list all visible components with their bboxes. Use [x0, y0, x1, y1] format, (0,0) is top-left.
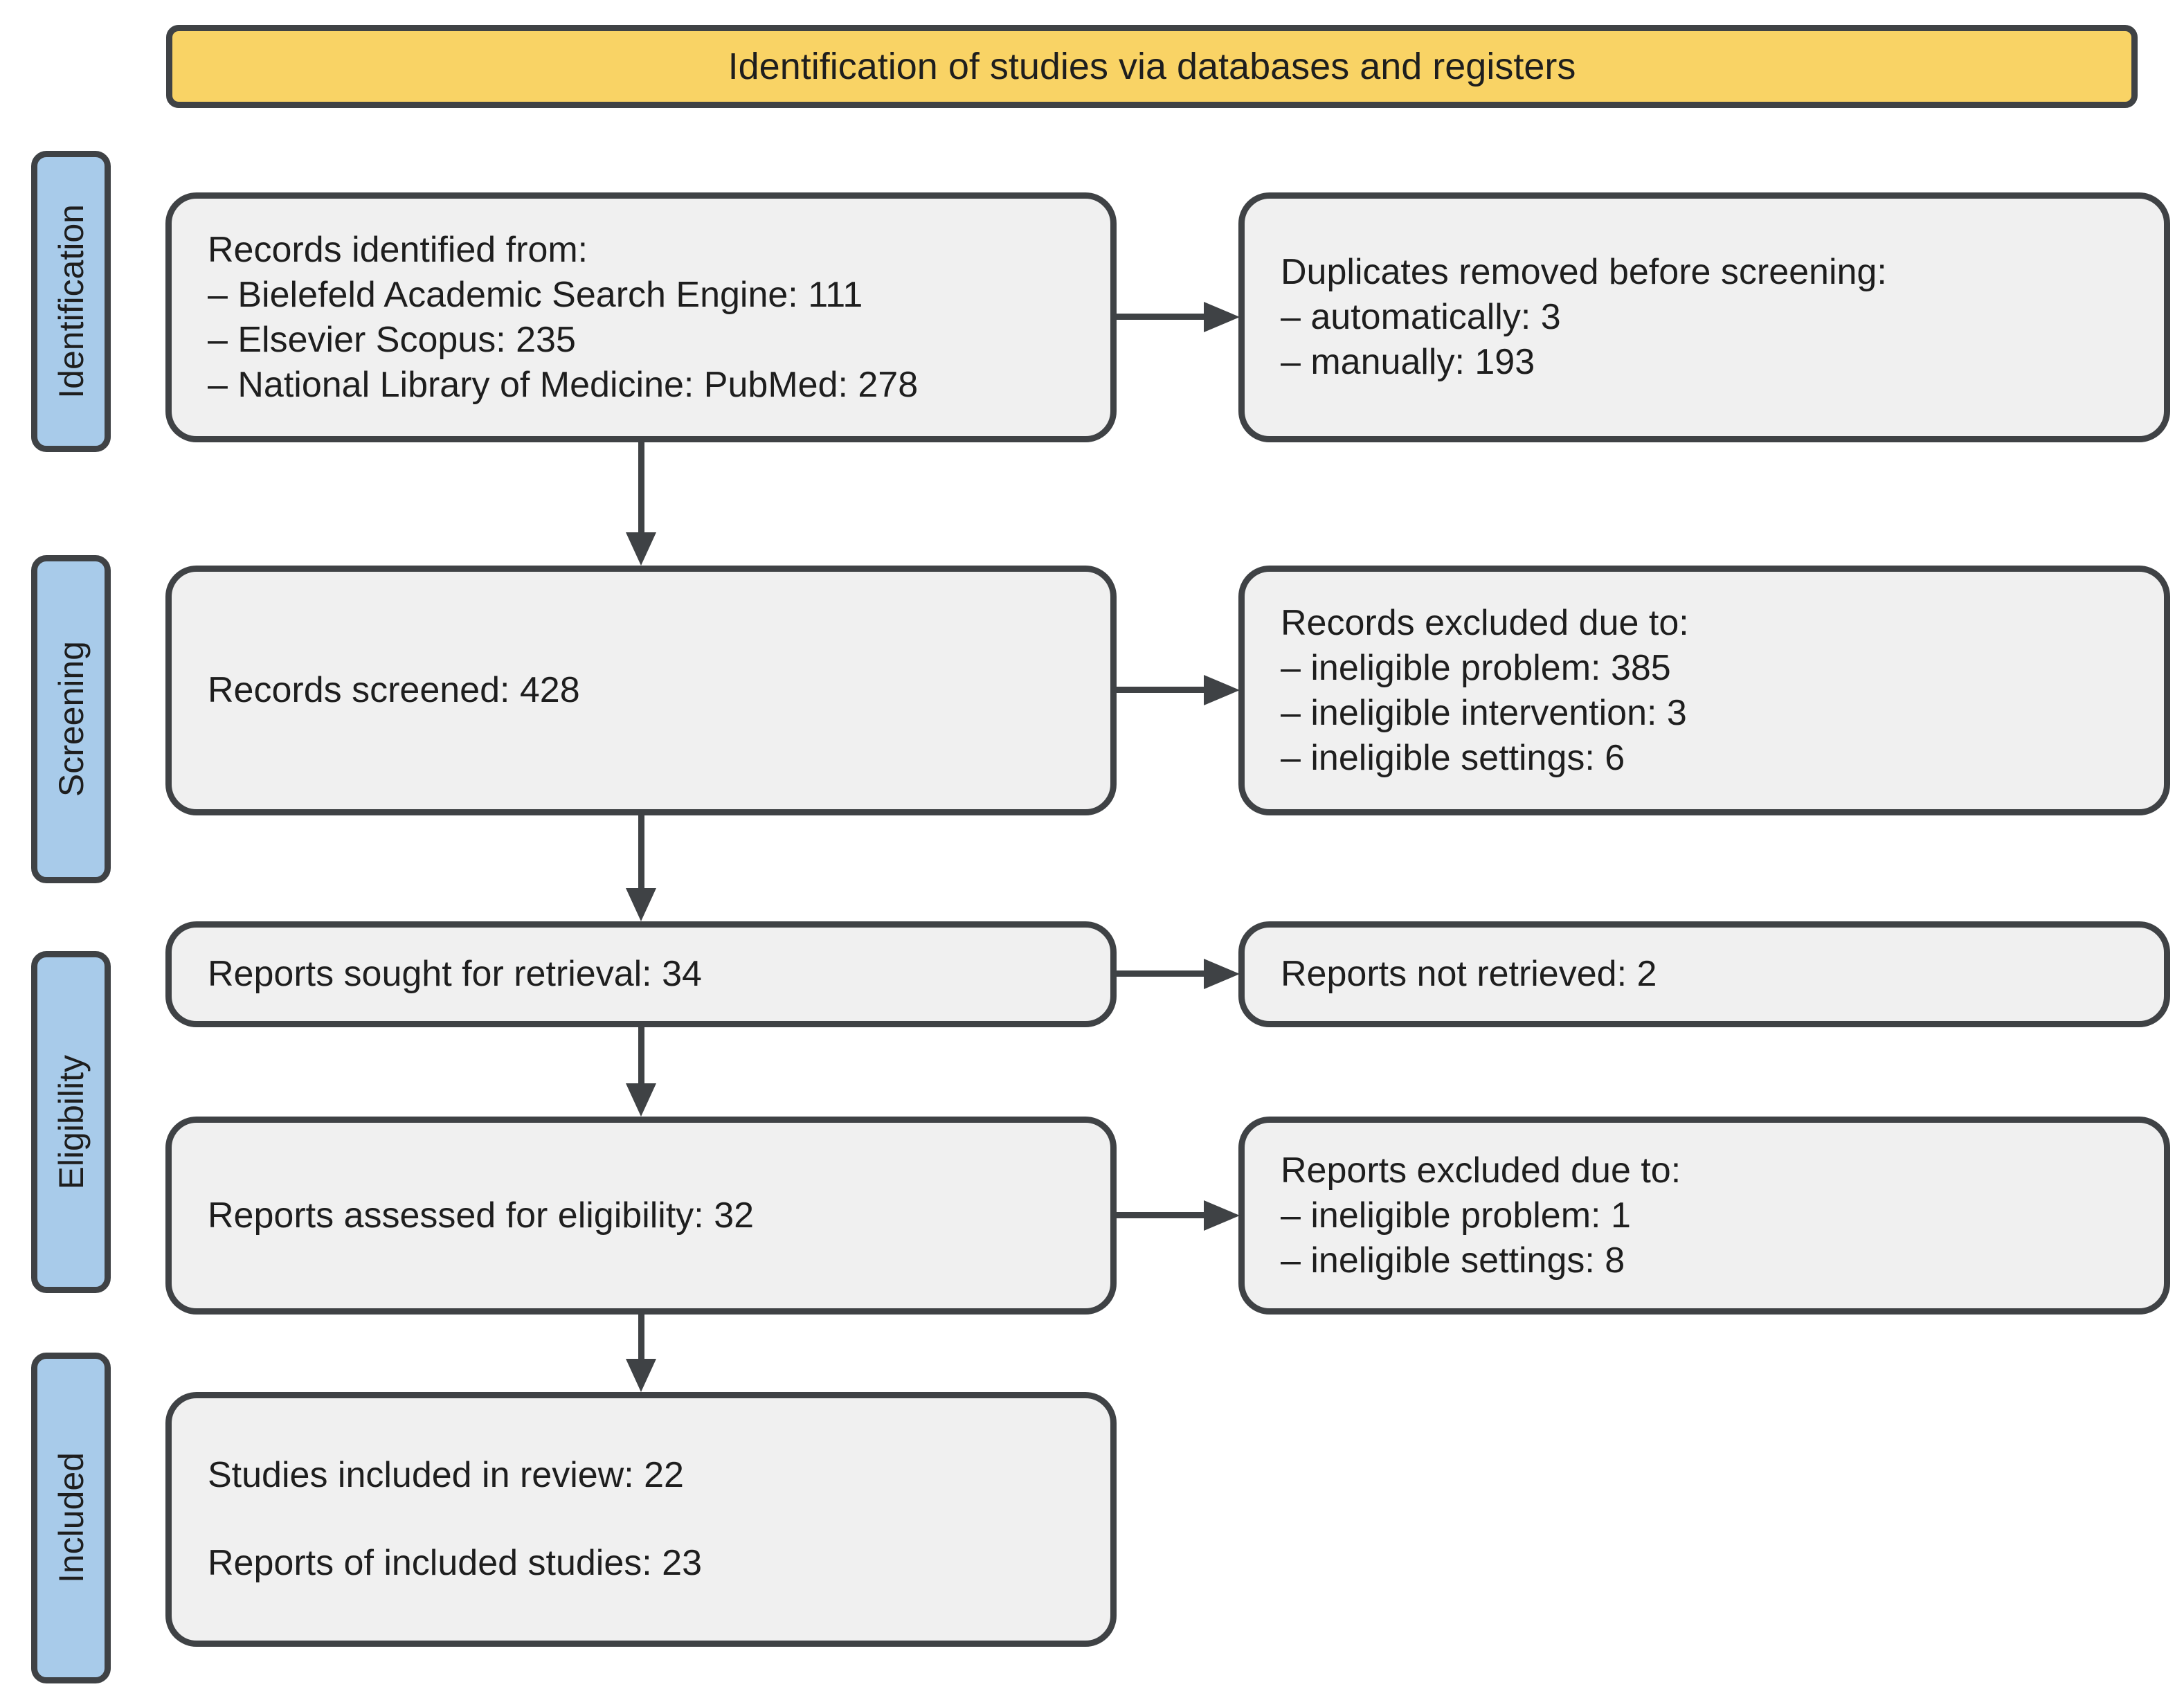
- arrow-head-icon: [626, 532, 656, 566]
- arrow-line: [638, 442, 644, 532]
- records-screened-line: Records screened: 428: [208, 670, 580, 710]
- banner-title: Identification of studies via databases …: [728, 46, 1576, 87]
- stage-label-included: Included: [31, 1353, 111, 1683]
- reports-excluded-line: – ineligible problem: 1: [1281, 1195, 1631, 1236]
- arrow-line: [1117, 687, 1205, 693]
- arrow-line: [1117, 970, 1205, 977]
- box-reports-not-retrieved: Reports not retrieved: 2: [1238, 921, 2170, 1027]
- reports-excluded-line: Reports excluded due to:: [1281, 1150, 1681, 1191]
- arrow-head-icon: [1204, 1200, 1240, 1231]
- duplicates-removed-line: – manually: 193: [1281, 342, 1535, 382]
- arrow-line: [638, 1315, 644, 1359]
- stage-label-eligibility: Eligibility: [31, 951, 111, 1293]
- box-reports-excluded: Reports excluded due to: – ineligible pr…: [1238, 1117, 2170, 1315]
- stage-label-identification: Identification: [31, 151, 111, 452]
- stage-label-screening: Screening: [31, 555, 111, 883]
- arrow-line: [638, 1027, 644, 1083]
- records-excluded-line: – ineligible problem: 385: [1281, 647, 1671, 688]
- arrow-head-icon: [626, 1359, 656, 1392]
- arrow-head-icon: [626, 1083, 656, 1117]
- arrow-head-icon: [626, 888, 656, 921]
- reports-excluded-line: – ineligible settings: 8: [1281, 1240, 1625, 1281]
- records-excluded-line: – ineligible settings: 6: [1281, 737, 1625, 778]
- records-identified-line: – National Library of Medicine: PubMed: …: [208, 364, 919, 405]
- studies-included-line: Reports of included studies: 23: [208, 1543, 702, 1583]
- banner: Identification of studies via databases …: [166, 25, 2138, 108]
- reports-sought-line: Reports sought for retrieval: 34: [208, 954, 702, 994]
- arrow-head-icon: [1204, 302, 1240, 332]
- box-records-screened: Records screened: 428: [165, 566, 1117, 815]
- reports-assessed-line: Reports assessed for eligibility: 32: [208, 1195, 755, 1236]
- arrow-line: [1117, 1212, 1205, 1218]
- box-duplicates-removed: Duplicates removed before screening: – a…: [1238, 192, 2170, 442]
- stage-label-included-text: Included: [51, 1452, 91, 1584]
- box-reports-assessed: Reports assessed for eligibility: 32: [165, 1117, 1117, 1315]
- arrow-head-icon: [1204, 675, 1240, 705]
- stage-label-identification-text: Identification: [51, 204, 91, 399]
- records-identified-line: Records identified from:: [208, 229, 588, 270]
- reports-not-retrieved-line: Reports not retrieved: 2: [1281, 954, 1657, 994]
- stage-label-eligibility-text: Eligibility: [51, 1054, 91, 1190]
- arrow-line: [638, 815, 644, 888]
- box-records-identified: Records identified from: – Bielefeld Aca…: [165, 192, 1117, 442]
- studies-included-line: Studies included in review: 22: [208, 1455, 684, 1495]
- stage-label-screening-text: Screening: [51, 641, 91, 797]
- records-identified-line: – Bielefeld Academic Search Engine: 111: [208, 274, 863, 315]
- box-records-excluded: Records excluded due to: – ineligible pr…: [1238, 566, 2170, 815]
- records-excluded-line: Records excluded due to:: [1281, 602, 1689, 643]
- arrow-line: [1117, 314, 1205, 320]
- duplicates-removed-line: – automatically: 3: [1281, 297, 1561, 337]
- duplicates-removed-line: Duplicates removed before screening:: [1281, 252, 1887, 292]
- box-studies-included: Studies included in review: 22 Reports o…: [165, 1392, 1117, 1647]
- arrow-head-icon: [1204, 959, 1240, 989]
- box-reports-sought: Reports sought for retrieval: 34: [165, 921, 1117, 1027]
- records-excluded-line: – ineligible intervention: 3: [1281, 692, 1687, 733]
- records-identified-line: – Elsevier Scopus: 235: [208, 319, 576, 360]
